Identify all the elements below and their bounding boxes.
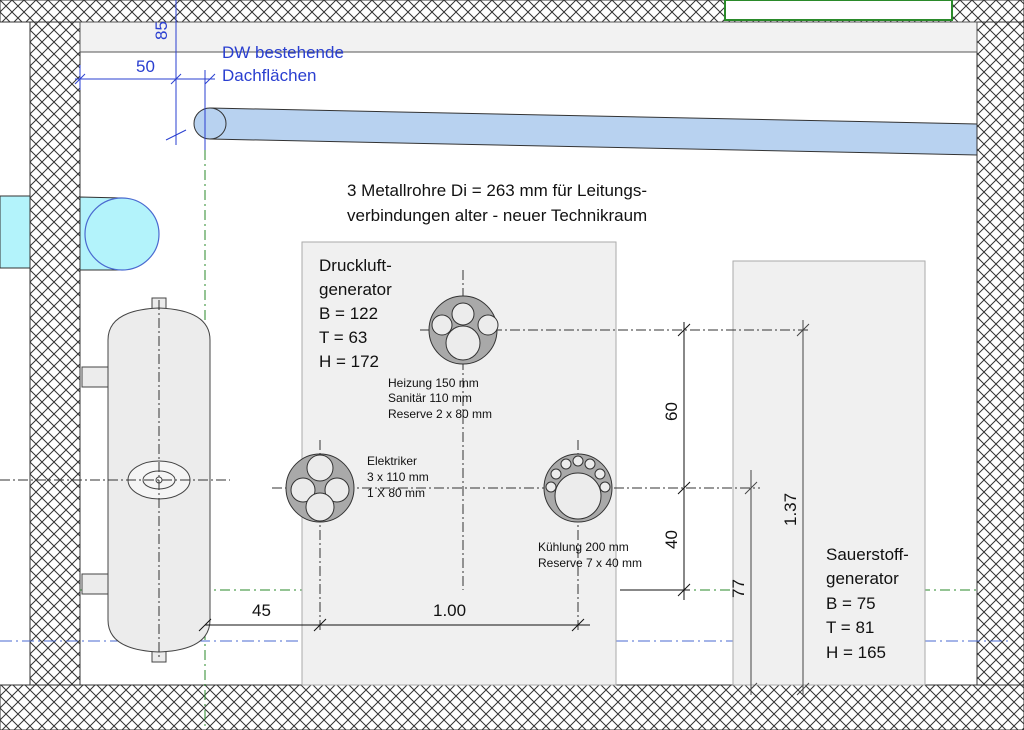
oxygen-line-1: Sauerstoff- <box>826 545 909 564</box>
electric-line-1: Elektriker <box>367 454 417 468</box>
cyan-pipe-left <box>0 195 31 269</box>
dimension-blue-lines <box>74 0 216 150</box>
electric-line-2: 3 x 110 mm <box>367 470 429 484</box>
dim-100: 1.00 <box>433 601 466 620</box>
oxygen-line-3: B = 75 <box>826 594 876 613</box>
dim-50: 50 <box>136 57 155 76</box>
heating-line-2: Sanitär 110 mm <box>388 391 472 405</box>
electric-line-3: 1 X 80 mm <box>367 486 425 500</box>
existing-pipe <box>209 107 978 156</box>
cooling-line-2: Reserve 7 x 40 mm <box>538 556 642 570</box>
oxygen-line-2: generator <box>826 569 899 588</box>
note-existing-line-1: DW bestehende <box>222 43 344 62</box>
compressor-line-1: Druckluft- <box>319 256 392 275</box>
note-existing-line-2: Dachflächen <box>222 66 317 85</box>
dimension-lines <box>198 322 691 632</box>
ceiling-band <box>79 21 978 53</box>
pipe-heating-circle <box>428 295 499 365</box>
compressor-line-5: H = 172 <box>319 352 379 371</box>
dim-137: 1.37 <box>781 493 800 526</box>
dim-60: 60 <box>662 402 681 421</box>
title-line-2: verbindungen alter - neuer Technikraum <box>347 206 647 225</box>
dimension-lines-gray <box>744 320 810 696</box>
wall-right <box>976 21 1024 686</box>
top-green-outline <box>724 0 953 21</box>
wall-bottom <box>0 684 1024 730</box>
wall-left <box>29 21 81 686</box>
compressor-line-3: B = 122 <box>319 304 378 323</box>
compressor-line-4: T = 63 <box>319 328 367 347</box>
oxygen-line-4: T = 81 <box>826 618 874 637</box>
dim-85: 85 <box>152 21 171 40</box>
dim-40: 40 <box>662 530 681 549</box>
cooling-line-1: Kühlung 200 mm <box>538 540 629 554</box>
oxygen-box <box>732 260 926 686</box>
dim-77: 77 <box>729 579 748 598</box>
cyan-pipe-end <box>84 197 160 271</box>
title-line-1: 3 Metallrohre Di = 263 mm für Leitungs- <box>347 181 647 200</box>
heating-line-1: Heizung 150 mm <box>388 376 479 390</box>
pipe-electric-circle <box>285 453 355 523</box>
pipe-cooling-circle <box>543 453 613 523</box>
heating-line-3: Reserve 2 x 80 mm <box>388 407 492 421</box>
oxygen-line-5: H = 165 <box>826 643 886 662</box>
dim-45: 45 <box>252 601 271 620</box>
existing-pipe-end <box>193 107 227 140</box>
compressor-line-2: generator <box>319 280 392 299</box>
